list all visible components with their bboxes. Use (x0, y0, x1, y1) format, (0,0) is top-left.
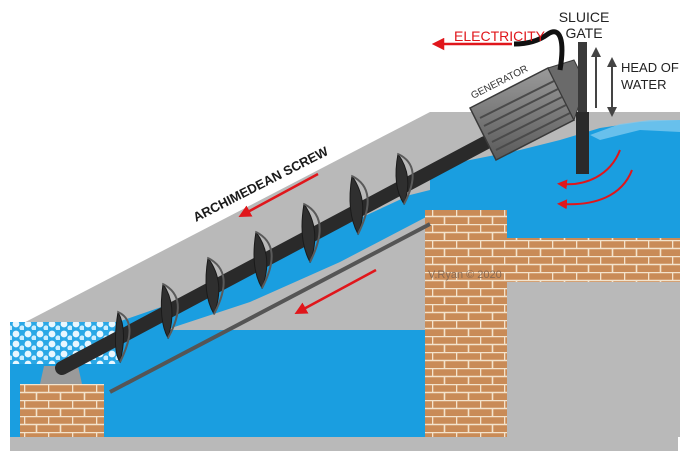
screw-flight-edges (117, 153, 414, 363)
screw-flow-arrow-lower (294, 268, 377, 314)
sluice-gate-post (578, 42, 587, 174)
sluice-label-line2: GATE (565, 25, 602, 41)
credit-label: V.Ryan © 2020 (428, 269, 502, 281)
upper-reservoir-water (430, 120, 680, 238)
sluice-gate-plate (576, 112, 589, 174)
sluice-flow-arrow-1 (557, 149, 621, 190)
sluice-flow-arrow-2 (557, 169, 633, 210)
head-of-water-label-line1: HEAD OF (621, 60, 679, 75)
ground-base (10, 437, 678, 451)
electricity-label: ELECTRICITY (454, 28, 546, 44)
trough-rail (109, 222, 431, 394)
lower-brick-pier (20, 384, 104, 437)
generator (468, 59, 587, 162)
upper-reservoir-surface (590, 120, 680, 140)
trough-water (95, 190, 430, 335)
sluice-label-line1: SLUICE (559, 9, 610, 25)
screw-flights (114, 152, 409, 364)
head-of-water-label-line2: WATER (621, 77, 667, 92)
electric-cable (513, 29, 565, 71)
screw-flow-arrow-upper (238, 172, 319, 217)
central-brick-wall (425, 210, 507, 437)
screw-shaft (55, 136, 492, 375)
right-brick-wall (507, 238, 680, 282)
